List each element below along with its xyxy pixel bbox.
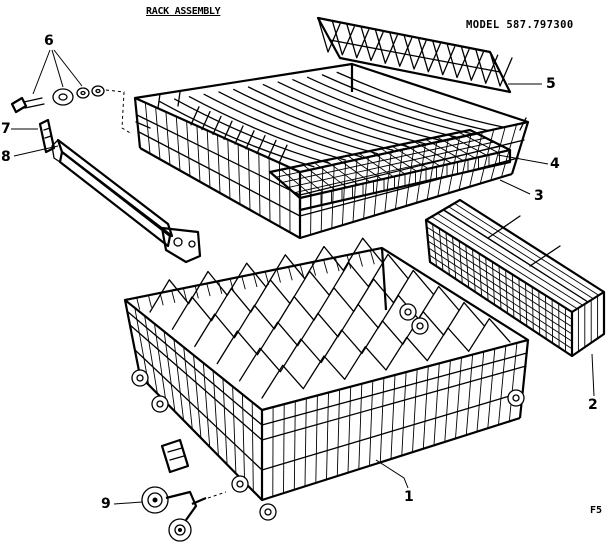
callout-2: 2 xyxy=(588,397,598,413)
silverware-basket-drawing xyxy=(424,198,606,358)
cup-shelf-drawing xyxy=(316,16,513,94)
rack-track-drawing xyxy=(51,138,202,264)
upper-rack-insert-drawing xyxy=(268,128,512,212)
lower-rack-drawing xyxy=(123,237,530,521)
callout-9: 9 xyxy=(101,496,111,512)
callout-4: 4 xyxy=(550,156,560,172)
model-number: MODEL 587.797300 xyxy=(466,19,574,31)
callout-8: 8 xyxy=(1,149,11,165)
callout-5: 5 xyxy=(546,76,556,92)
figure-code: F5 xyxy=(590,505,603,516)
upper-rack-drawing xyxy=(133,62,530,240)
wheel-assembly-drawing xyxy=(141,438,227,542)
diagram-title: RACK ASSEMBLY xyxy=(146,6,221,17)
roller-hardware-drawing xyxy=(10,85,133,135)
callout-7: 7 xyxy=(1,121,11,137)
callout-6: 6 xyxy=(44,33,54,49)
callout-3: 3 xyxy=(534,188,544,204)
track-stop-clip-drawing xyxy=(38,118,56,154)
leader-lines xyxy=(11,49,595,505)
callout-1: 1 xyxy=(404,489,414,505)
